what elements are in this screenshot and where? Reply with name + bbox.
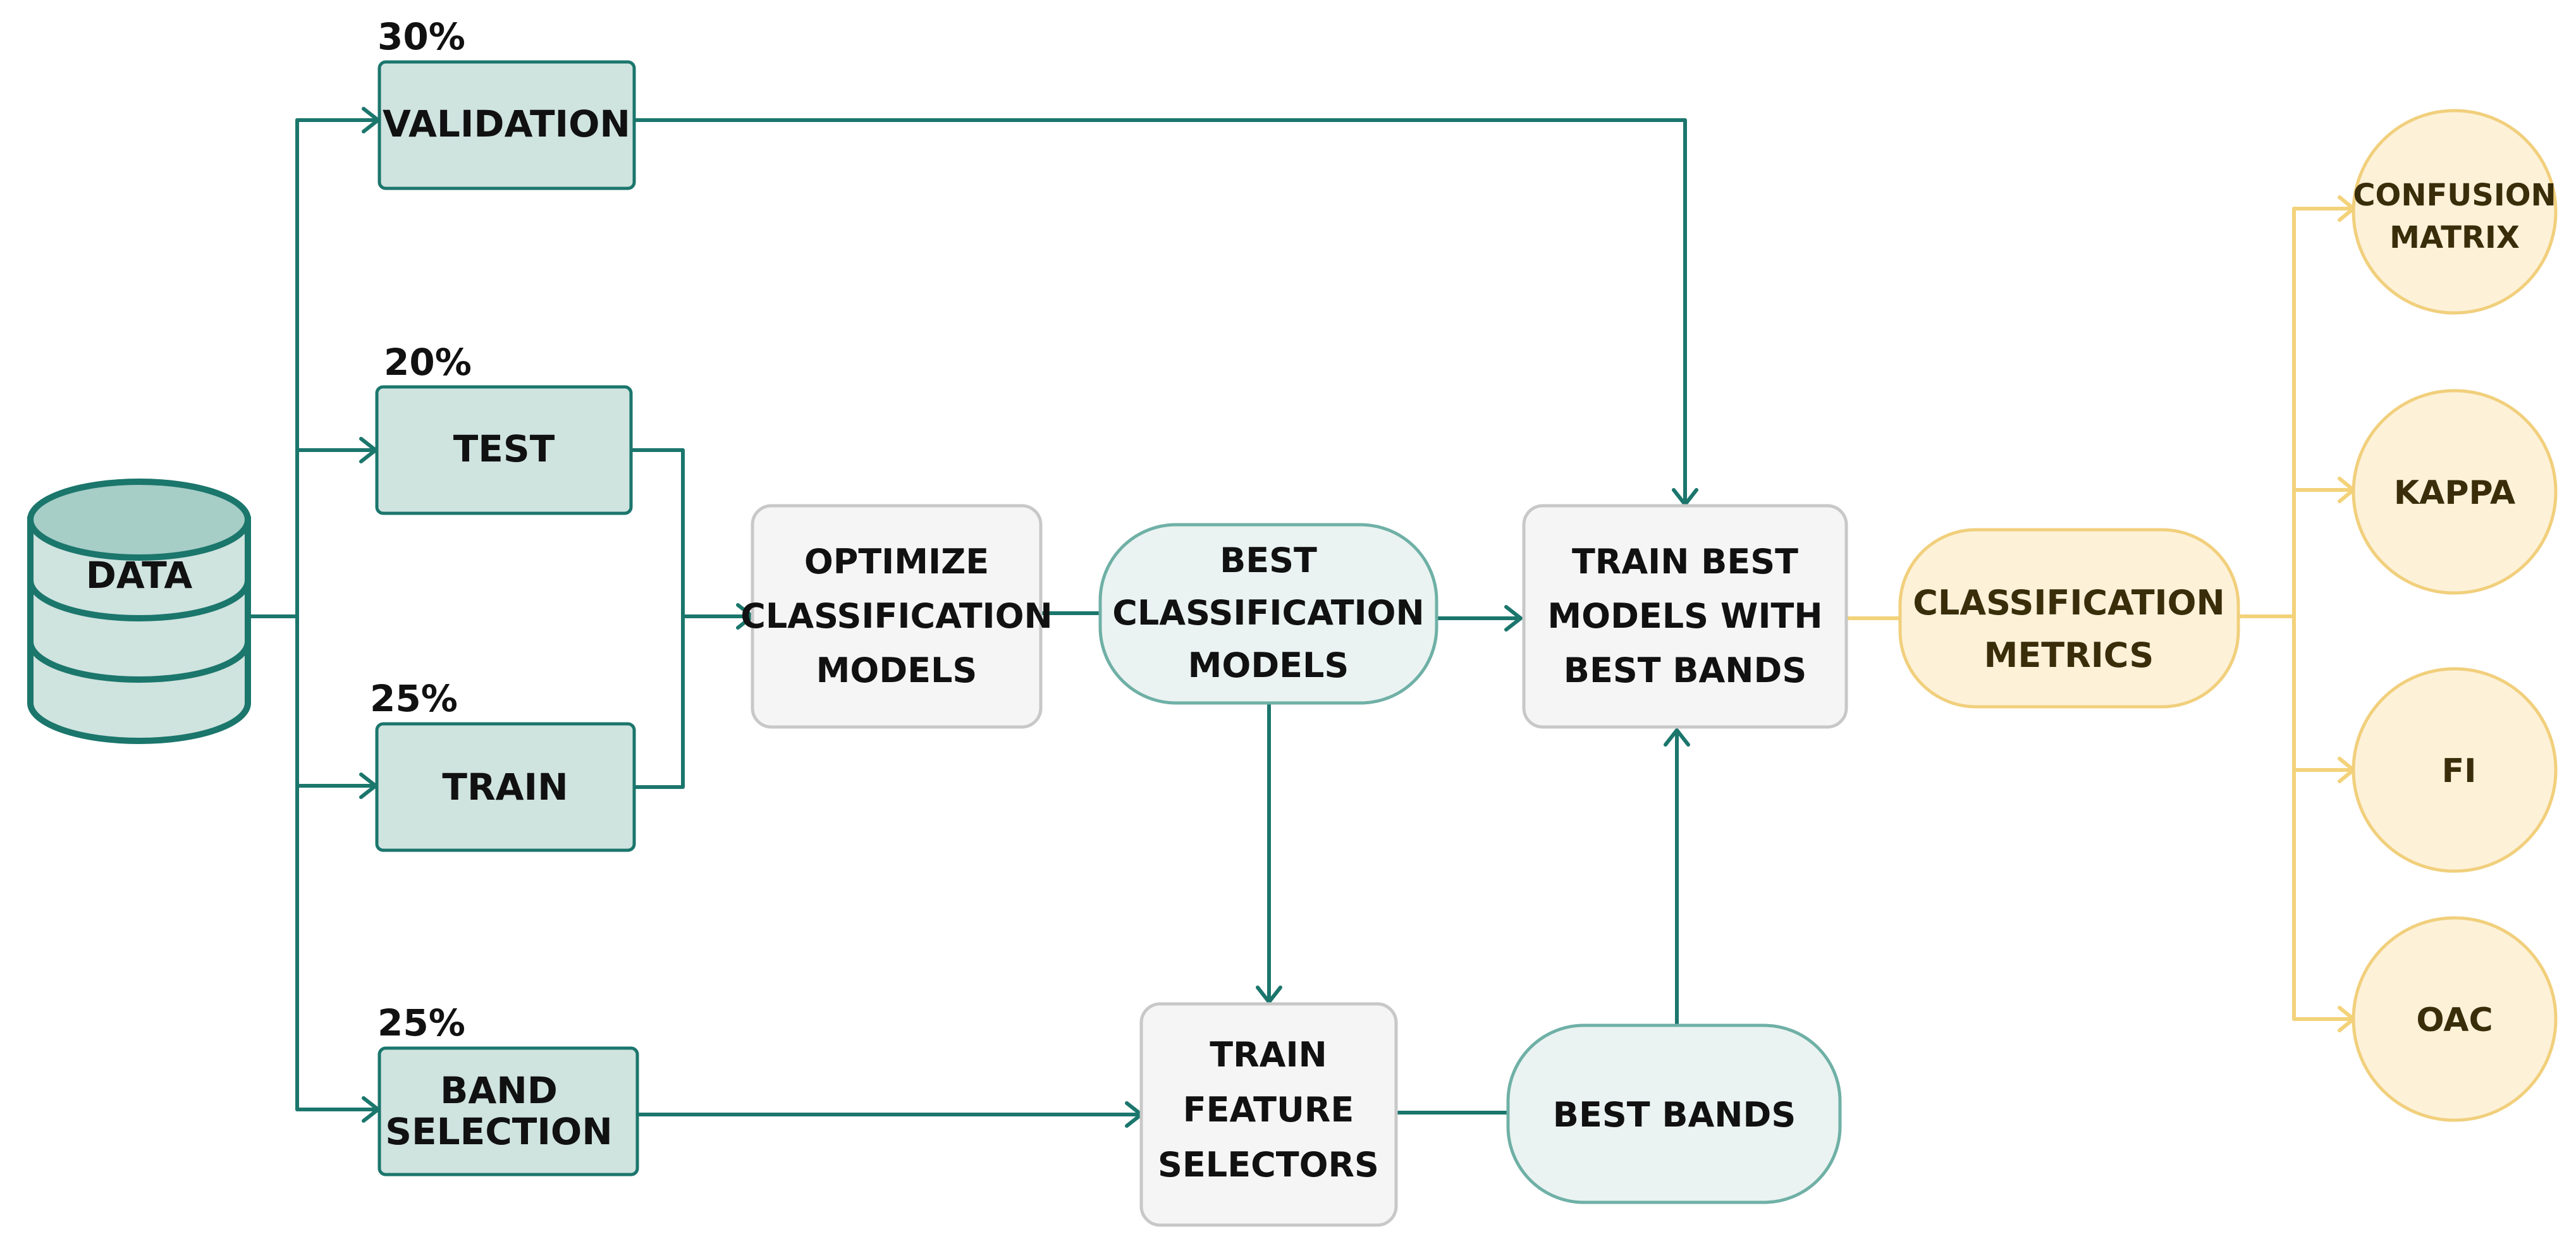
test-label: TEST: [453, 427, 555, 470]
band-selection-label-1: BAND: [440, 1069, 558, 1112]
best-models-line-2: CLASSIFICATION: [1112, 593, 1425, 633]
arrowhead-train-best-left: [1504, 605, 1523, 632]
feature-selectors-line-3: SELECTORS: [1158, 1145, 1379, 1185]
connector-metrics-trunk: [2236, 207, 2296, 1021]
arrowhead-train-best-bottom: [1664, 728, 1690, 747]
best-models-line-1: BEST: [1220, 541, 1317, 580]
optimize-line-2: CLASSIFICATION: [740, 596, 1053, 636]
oac-label: OAC: [2416, 1001, 2493, 1039]
train-best-line-1: TRAIN BEST: [1572, 542, 1798, 582]
kappa-circle: [2352, 389, 2558, 595]
connector-test-train-merge: [629, 448, 754, 789]
arrowhead-feature-selectors-top: [1256, 986, 1282, 1004]
train-best-models-box: [1522, 504, 1848, 729]
train-label: TRAIN: [442, 766, 568, 809]
best-bands-label: BEST BANDS: [1553, 1095, 1796, 1135]
band-selection-box: [377, 1046, 639, 1176]
best-bands-box: [1506, 1023, 1842, 1204]
best-models-box: [1098, 523, 1438, 705]
classification-metrics-line-2: METRICS: [1984, 635, 2154, 675]
train-best-line-2: MODELS WITH: [1547, 596, 1822, 636]
optimize-line-1: OPTIMIZE: [804, 542, 989, 582]
confusion-matrix-line-1: CONFUSION: [2353, 178, 2556, 213]
band-selection-label-2: SELECTION: [385, 1110, 613, 1153]
f1-circle: [2352, 667, 2558, 873]
test-percent: 20%: [384, 341, 472, 384]
validation-percent: 30%: [377, 15, 465, 58]
connector-validation-train-best: [632, 118, 1687, 506]
data-label: DATA: [86, 554, 193, 597]
connector-data-trunk: [248, 118, 299, 1111]
validation-label: VALIDATION: [383, 102, 630, 145]
classification-metrics-box: [1898, 528, 2240, 709]
confusion-matrix-line-2: MATRIX: [2389, 220, 2520, 255]
train-box: [375, 722, 636, 852]
data-database-icon: [27, 479, 251, 744]
train-best-line-3: BEST BANDS: [1564, 650, 1806, 690]
train-percent: 25%: [370, 677, 458, 720]
confusion-matrix-circle: [2352, 109, 2558, 315]
best-models-line-3: MODELS: [1188, 645, 1349, 685]
optimize-line-3: MODELS: [816, 650, 978, 690]
f1-label: FI: [2442, 752, 2477, 790]
feature-selectors-box: [1139, 1002, 1398, 1227]
optimize-box: [751, 504, 1043, 729]
feature-selectors-line-2: FEATURE: [1183, 1090, 1354, 1130]
kappa-label: KAPPA: [2394, 474, 2515, 512]
validation-box: [377, 60, 636, 190]
band-selection-percent: 25%: [377, 1001, 465, 1044]
classification-metrics-line-1: CLASSIFICATION: [1913, 583, 2225, 623]
test-box: [375, 385, 633, 515]
feature-selectors-line-1: TRAIN: [1210, 1035, 1327, 1075]
oac-circle: [2352, 916, 2558, 1122]
